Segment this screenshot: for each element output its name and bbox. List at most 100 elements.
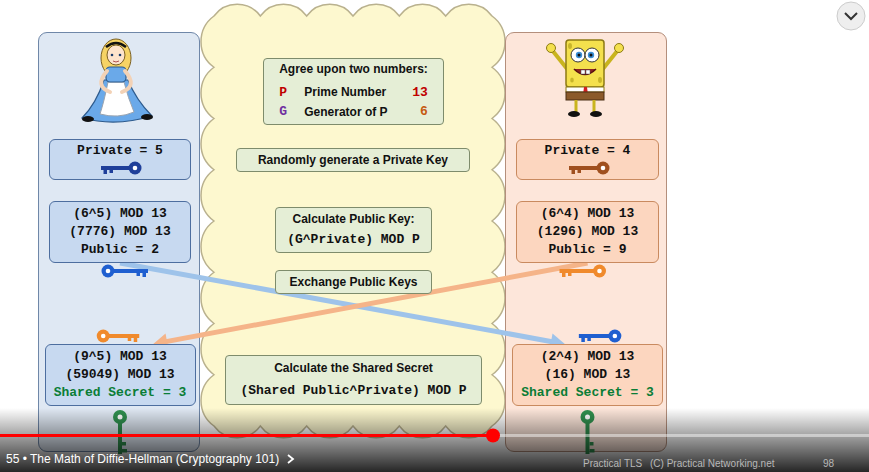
alice-arm bbox=[122, 71, 131, 92]
label-row: 55 • The Math of Diffie-Hellman (Cryptog… bbox=[6, 452, 295, 466]
key-tooth bbox=[571, 169, 575, 174]
alice-shoe bbox=[82, 116, 94, 122]
key-tooth bbox=[134, 337, 138, 342]
box-text: Private = 5 bbox=[77, 143, 163, 159]
key-tooth bbox=[581, 337, 585, 342]
key-icon bbox=[97, 330, 140, 343]
step-box: Calculate Public Key:(G^Private) MOD P bbox=[275, 207, 432, 253]
box-text: 6 bbox=[420, 104, 428, 120]
key-tooth bbox=[562, 272, 566, 277]
key-bow bbox=[608, 330, 621, 343]
sponge-pants bbox=[566, 92, 604, 100]
collapse-button bbox=[837, 2, 865, 30]
box-text: P bbox=[279, 85, 287, 101]
key-tooth bbox=[143, 272, 147, 277]
key-tooth bbox=[568, 272, 572, 276]
sponge-eye bbox=[585, 48, 599, 62]
alice-torso bbox=[106, 67, 126, 82]
key-hole bbox=[101, 334, 106, 339]
sponge-hole bbox=[598, 77, 602, 83]
step-box: Exchange Public Keys bbox=[275, 270, 432, 294]
alice-eye bbox=[119, 54, 122, 57]
sponge-pupil bbox=[578, 54, 581, 57]
key-icon bbox=[101, 162, 142, 175]
progress-played bbox=[0, 434, 493, 437]
box-text: Prime Number bbox=[304, 85, 386, 100]
sponge-hole bbox=[570, 78, 574, 83]
box-text: Randomly generate a Private Key bbox=[258, 153, 448, 168]
progress-knob bbox=[486, 429, 500, 443]
box-text: 13 bbox=[412, 85, 428, 101]
arrow-line bbox=[166, 263, 588, 342]
value-box: (6^4) MOD 13(1296) MOD 13Public = 9 bbox=[516, 201, 659, 263]
key-hole bbox=[597, 269, 602, 274]
box-text: Shared Secret = 3 bbox=[54, 385, 187, 401]
sponge-hand bbox=[547, 44, 556, 53]
box-text: Private = 4 bbox=[545, 143, 631, 159]
sponge-tooth bbox=[581, 70, 585, 74]
progress-remaining bbox=[493, 434, 869, 437]
key-tooth bbox=[137, 272, 141, 276]
key-icon bbox=[579, 330, 622, 343]
sponge-hand bbox=[615, 44, 624, 53]
key-bow bbox=[102, 265, 115, 278]
box-text: (1296) MOD 13 bbox=[537, 224, 638, 240]
key-tooth bbox=[128, 337, 132, 341]
key-hole bbox=[106, 269, 111, 274]
box-text: (Shared Public^Private) MOD P bbox=[240, 383, 466, 399]
key-bow bbox=[97, 330, 110, 343]
label-row: (C) Practical Networking.net bbox=[650, 458, 774, 470]
value-box: Private = 5 bbox=[49, 139, 191, 180]
key-icon bbox=[569, 162, 610, 175]
box-text: (6^4) MOD 13 bbox=[541, 206, 635, 222]
alice-mouth bbox=[113, 61, 119, 62]
box-text: (6^5) MOD 13 bbox=[73, 206, 167, 222]
sponge-iris bbox=[588, 52, 594, 58]
alice-arm bbox=[101, 71, 110, 92]
key-hole bbox=[613, 334, 618, 339]
sponge-mouth bbox=[574, 69, 596, 75]
footer-text: (C) Practical Networking.net bbox=[650, 458, 774, 470]
alice-eye bbox=[111, 54, 114, 57]
video-title: 55 • The Math of Diffie-Hellman (Cryptog… bbox=[6, 452, 279, 466]
footer-text: Practical TLS bbox=[583, 458, 642, 470]
step-box: Randomly generate a Private Key bbox=[236, 148, 470, 172]
alice-face bbox=[107, 45, 125, 65]
box-text: (59049) MOD 13 bbox=[65, 367, 174, 383]
label-row: 98 bbox=[823, 458, 834, 470]
key-tooth bbox=[577, 169, 581, 173]
key-icon bbox=[560, 265, 607, 278]
sponge-hole bbox=[568, 43, 572, 49]
sponge-shoe bbox=[568, 111, 580, 117]
value-box: (6^5) MOD 13(7776) MOD 13Public = 2 bbox=[49, 201, 191, 263]
chevron-icon bbox=[285, 453, 295, 465]
sponge-pupil bbox=[590, 54, 593, 57]
alice-headband bbox=[106, 43, 126, 47]
arrow-head bbox=[153, 334, 168, 350]
cloud-path bbox=[201, 4, 505, 437]
arrow-head bbox=[550, 334, 565, 350]
box-text: Exchange Public Keys bbox=[289, 275, 417, 290]
key-tooth bbox=[104, 169, 108, 174]
sponge-leg bbox=[575, 100, 578, 112]
spongebob-figure bbox=[547, 40, 624, 117]
box-text: Generator of P bbox=[304, 105, 387, 120]
chevron-icon bbox=[845, 13, 857, 19]
chevron-path bbox=[288, 455, 293, 463]
key-tooth bbox=[110, 169, 114, 173]
key-bow bbox=[593, 265, 606, 278]
sponge-iris bbox=[576, 52, 582, 58]
box-text: (G^Private) MOD P bbox=[287, 232, 420, 248]
box-text: (2^4) MOD 13 bbox=[541, 349, 635, 365]
key-hole bbox=[133, 166, 138, 171]
value-box: (2^4) MOD 13(16) MOD 13Shared Secret = 3 bbox=[512, 344, 663, 406]
cloud-shape: Agree upon two numbers:PPrime Number13GG… bbox=[200, 2, 506, 440]
box-text: (16) MOD 13 bbox=[545, 367, 631, 383]
sponge-body bbox=[566, 40, 604, 87]
sponge-eye bbox=[571, 48, 585, 62]
value-box: Private = 4 bbox=[516, 139, 659, 180]
arrow-line bbox=[120, 263, 552, 342]
